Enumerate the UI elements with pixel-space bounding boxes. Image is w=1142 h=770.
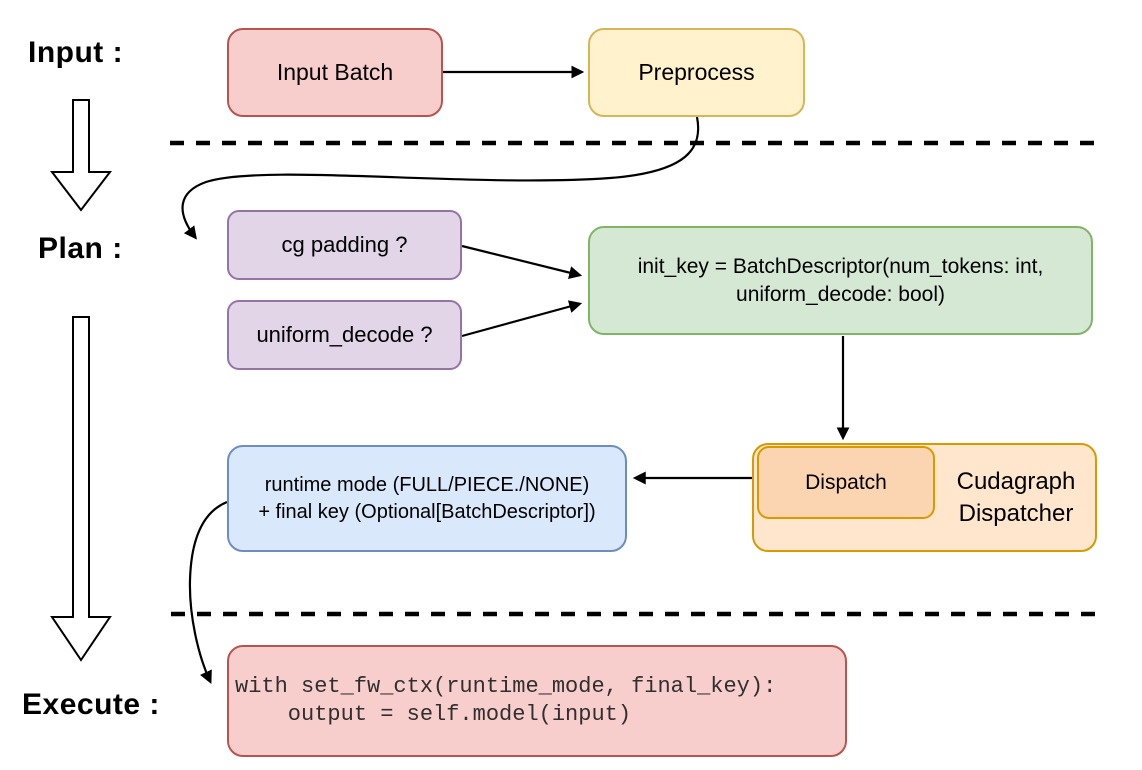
stage-label-execute: Execute :	[22, 688, 160, 721]
execute-code-line2: output = self.model(input)	[235, 702, 632, 727]
execute-code-line1: with set_fw_ctx(runtime_mode, final_key)…	[235, 674, 777, 699]
edge-preprocess-to-cg-padding	[181, 116, 700, 240]
node-init-key-line1: init_key = BatchDescriptor(num_tokens: i…	[637, 254, 1044, 278]
stage-label-plan: Plan :	[38, 232, 123, 265]
edge-runtime-mode-to-execute-code	[188, 500, 228, 684]
node-init-key-line2: uniform_decode: bool)	[736, 282, 945, 306]
node-dispatch: Dispatch	[757, 446, 935, 519]
node-preprocess: Preprocess	[588, 28, 805, 117]
input-to-plan-hollow-arrow	[49, 99, 113, 212]
node-init-key: init_key = BatchDescriptor(num_tokens: i…	[588, 226, 1093, 335]
node-cudagraph-dispatcher: Cudagraph Dispatcher Dispatch	[752, 443, 1097, 552]
node-cg-padding-label: cg padding ?	[281, 232, 408, 258]
node-preprocess-label: Preprocess	[638, 59, 755, 86]
edge-cg-padding-to-init-key	[461, 244, 583, 279]
stage-label-input: Input :	[28, 36, 124, 69]
node-input-batch: Input Batch	[227, 28, 443, 117]
node-uniform-decode: uniform_decode ?	[227, 300, 462, 370]
node-runtime-mode-line1: runtime mode (FULL/PIECE./NONE)	[264, 474, 590, 497]
node-cg-padding: cg padding ?	[227, 210, 462, 280]
node-runtime-mode: runtime mode (FULL/PIECE./NONE) + final …	[227, 445, 627, 552]
node-cudagraph-dispatcher-line1: Cudagraph	[956, 467, 1076, 495]
edge-uniform-decode-to-init-key	[461, 300, 583, 338]
plan-to-execute-hollow-arrow	[50, 316, 112, 662]
node-runtime-mode-line2: + final key (Optional[BatchDescriptor])	[258, 500, 596, 523]
node-cudagraph-dispatcher-line2: Dispatcher	[958, 499, 1074, 527]
node-uniform-decode-label: uniform_decode ?	[256, 322, 433, 348]
node-dispatch-label: Dispatch	[805, 470, 887, 494]
node-execute-code: with set_fw_ctx(runtime_mode, final_key)…	[227, 645, 847, 757]
node-input-batch-label: Input Batch	[276, 59, 394, 86]
